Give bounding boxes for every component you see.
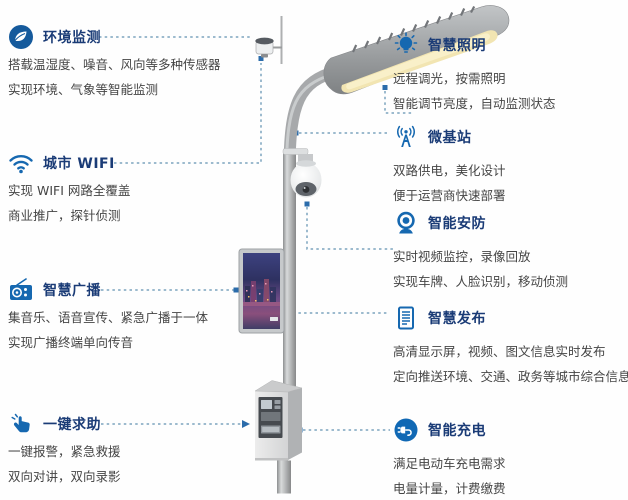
control-box: [254, 380, 303, 461]
feature-title: 智慧广播: [43, 283, 101, 299]
connector-security: [306, 207, 393, 250]
environment-monitor-icon: [8, 24, 34, 50]
led-display-screen: [238, 248, 285, 334]
pole-shaft: [283, 150, 296, 398]
callout-lighting: 智慧照明 远程调光，按需照明 智能调节亮度，自动监测状态: [393, 32, 556, 116]
antenna-rod: [280, 16, 283, 64]
feature-title: 智慧照明: [428, 38, 486, 54]
callout-header: 智能安防: [393, 210, 568, 236]
pole-base: [277, 460, 291, 494]
feature-line: 商业推广，探针侦测: [8, 208, 121, 223]
feature-description: 集音乐、语音宣传、紧急广播于一体 实现广播终端单向传音: [8, 305, 208, 355]
light-bulb-icon: [393, 32, 419, 58]
feature-line: 搭载温湿度、噪音、风向等多种传感器: [8, 57, 221, 72]
feature-line: 定向推送环境、交通、政务等城市综合信息: [393, 369, 628, 384]
callout-sos: 一键求助 一键报警，紧急救援 双向对讲，双向录影: [8, 411, 121, 489]
dome-camera: [282, 148, 322, 198]
feature-title: 城市 WIFI: [43, 156, 115, 172]
feature-title: 智能充电: [428, 423, 486, 439]
feature-line: 电量计量，计费缴费: [393, 481, 506, 496]
callout-header: 城市 WIFI: [8, 150, 130, 176]
feature-description: 搭载温湿度、噪音、风向等多种传感器 实现环境、气象等智能监测: [8, 52, 221, 102]
feature-line: 实时视频监控，录像回放: [393, 249, 531, 264]
broadcast-anchor-dot: [233, 287, 239, 293]
feature-title: 智慧发布: [428, 311, 486, 327]
connector-lighting: [384, 91, 412, 114]
security-anchor-dot: [304, 201, 310, 207]
callout-header: 微基站: [393, 124, 506, 150]
callout-wifi: 城市 WIFI 实现 WIFI 网路全覆盖 商业推广，探针侦测: [8, 150, 130, 228]
feature-line: 实现广播终端单向传音: [8, 335, 134, 350]
feature-description: 实时视频监控，录像回放 实现车牌、人脸识别，移动侦测: [393, 244, 568, 294]
feature-line: 远程调光，按需照明: [393, 71, 506, 86]
hand-press-icon: [8, 411, 34, 437]
feature-description: 实现 WIFI 网路全覆盖 商业推广，探针侦测: [8, 178, 130, 228]
lamp-heatsink-fins: [351, 5, 476, 53]
callout-header: 智慧广播: [8, 277, 208, 303]
callout-security: 智能安防 实时视频监控，录像回放 实现车牌、人脸识别，移动侦测: [393, 210, 568, 294]
feature-line: 满足电动车充电需求: [393, 456, 506, 471]
weather-sensor: [255, 37, 282, 58]
feature-line: 实现车牌、人脸识别，移动侦测: [393, 274, 569, 289]
feature-title: 微基站: [428, 130, 472, 146]
callout-broadcast: 智慧广播 集音乐、语音宣传、紧急广播于一体 实现广播终端单向传音: [8, 277, 208, 355]
street-light-pole: [238, 5, 510, 494]
feature-line: 实现 WIFI 网路全覆盖: [8, 183, 131, 198]
feature-line: 集音乐、语音宣传、紧急广播于一体: [8, 310, 209, 325]
radio-broadcast-icon: [8, 277, 34, 303]
feature-title: 智能安防: [428, 216, 486, 232]
info-screen-icon: [393, 305, 419, 331]
feature-description: 双路供电，美化设计 便于运营商快速部署: [393, 158, 506, 208]
callout-header: 一键求助: [8, 411, 121, 437]
feature-title: 环境监测: [43, 30, 101, 46]
callout-charging: 智能充电 满足电动车充电需求 电量计量，计费缴费: [393, 417, 506, 500]
screen-logo: [270, 317, 278, 321]
callout-basestation: 微基站 双路供电，美化设计 便于运营商快速部署: [393, 124, 506, 208]
feature-line: 一键报警，紧急救援: [8, 444, 121, 459]
feature-line: 智能调节亮度，自动监测状态: [393, 96, 556, 111]
feature-line: 双向对讲，双向录影: [8, 469, 121, 484]
callout-header: 环境监测: [8, 24, 221, 50]
callout-header: 智能充电: [393, 417, 506, 443]
security-camera-icon: [393, 210, 419, 236]
wifi-anchor-dot: [258, 56, 264, 61]
lamp-head: [323, 5, 510, 95]
callout-publish: 智慧发布 高清显示屏，视频、图文信息实时发布 定向推送环境、交通、政务等城市综合…: [393, 305, 628, 389]
control-panel: [258, 397, 283, 438]
feature-title: 一键求助: [43, 417, 101, 433]
feature-description: 满足电动车充电需求 电量计量，计费缴费: [393, 451, 506, 500]
micro-basestation-icon: [393, 124, 419, 150]
feature-line: 高清显示屏，视频、图文信息实时发布: [393, 344, 606, 359]
feature-line: 双路供电，美化设计: [393, 163, 506, 178]
feature-description: 远程调光，按需照明 智能调节亮度，自动监测状态: [393, 66, 556, 116]
sos-anchor-arrow: [242, 420, 250, 428]
feature-line: 便于运营商快速部署: [393, 188, 506, 203]
callout-header: 智慧照明: [393, 32, 556, 58]
feature-description: 一键报警，紧急救援 双向对讲，双向录影: [8, 439, 121, 489]
ev-charging-icon: [393, 417, 419, 443]
lighting-anchor-dot: [382, 85, 388, 90]
city-wifi-icon: [8, 150, 34, 176]
callout-environment: 环境监测 搭载温湿度、噪音、风向等多种传感器 实现环境、气象等智能监测: [8, 24, 221, 102]
callout-header: 智慧发布: [393, 305, 628, 331]
feature-description: 高清显示屏，视频、图文信息实时发布 定向推送环境、交通、政务等城市综合信息: [393, 339, 628, 389]
feature-line: 实现环境、气象等智能监测: [8, 82, 159, 97]
